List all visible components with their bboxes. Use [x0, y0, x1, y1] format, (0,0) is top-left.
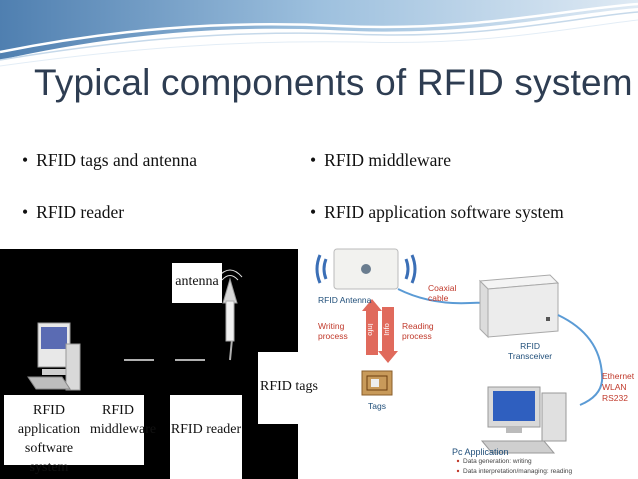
- antenna-mast-icon: [217, 269, 243, 342]
- app-middleware-label-box: RFID application software system RFID mi…: [4, 395, 157, 475]
- bullet-text: RFID reader: [36, 202, 125, 222]
- coaxial-cable-label: Coaxial cable: [428, 283, 456, 303]
- bullet-glyph: •: [22, 150, 29, 170]
- transceiver-label: RFID Transceiver: [508, 341, 552, 361]
- bullet-app-software: • RFID application software system: [310, 202, 564, 223]
- network-label: Ethernet WLAN RS232: [602, 371, 634, 404]
- rfid-schematic-diagram: antenna RFID tags RFID reader RFID appli…: [0, 249, 318, 479]
- wlan-label: WLAN: [602, 382, 627, 392]
- rfid-antenna-icon: [315, 248, 417, 290]
- middleware-line1: RFID: [102, 403, 134, 418]
- reading-line2: process: [402, 331, 432, 341]
- coaxial-line2: cable: [428, 293, 449, 303]
- rs232-label: RS232: [602, 393, 628, 403]
- pc-item-bullet: [456, 469, 460, 473]
- bullet-reader: • RFID reader: [22, 202, 124, 223]
- bullet-glyph: •: [310, 202, 317, 222]
- bullet-glyph: •: [22, 202, 29, 222]
- middleware-line2: middleware: [90, 422, 157, 437]
- network-cable-line: [557, 314, 604, 406]
- link-reader-antenna: [229, 338, 233, 361]
- app-label-line2: software system: [24, 441, 74, 475]
- middleware-label: RFID middleware: [90, 401, 157, 439]
- writing-line1: Writing: [318, 321, 345, 331]
- slide-title: Typical components of RFID system: [34, 62, 633, 103]
- info-arrows-icon: [362, 299, 398, 363]
- ethernet-label: Ethernet: [602, 371, 635, 381]
- pc-item-writing: Data generation: writing: [463, 458, 532, 465]
- rfid-tags-label: RFID tags: [260, 379, 318, 394]
- reading-line1: Reading: [402, 321, 434, 331]
- transceiver-line2: Transceiver: [508, 351, 553, 361]
- rfid-tag-icon: [361, 370, 393, 396]
- app-software-label: RFID application software system: [8, 401, 90, 477]
- app-label-line1: RFID application: [17, 403, 81, 437]
- writing-process-label: Writing process: [318, 321, 348, 341]
- writing-line2: process: [318, 331, 348, 341]
- header-wave-decoration: [0, 0, 638, 67]
- bullet-glyph: •: [310, 150, 317, 170]
- antenna-label-box: antenna: [172, 263, 222, 303]
- reading-process-label: Reading process: [402, 321, 434, 341]
- rfid-transceiver-icon: [478, 274, 560, 339]
- pc-item-reading: Data interpretation/managing: reading: [463, 468, 573, 475]
- bullet-text: RFID application software system: [324, 202, 564, 222]
- transceiver-line1: RFID: [520, 341, 540, 351]
- rfid-antenna-label: RFID Antenna: [318, 295, 372, 305]
- bullet-text: RFID middleware: [324, 150, 451, 170]
- antenna-label: antenna: [175, 274, 219, 289]
- bullet-middleware: • RFID middleware: [310, 150, 451, 171]
- rfid-reader-label-box: RFID reader: [170, 395, 242, 479]
- pc-computer-icon: [480, 386, 567, 454]
- info-down-label: Info: [381, 323, 391, 336]
- schematic-drawing: [27, 269, 243, 391]
- bullet-tags-antenna: • RFID tags and antenna: [22, 150, 197, 171]
- computer-icon: [27, 322, 81, 391]
- rfid-reader-label: RFID reader: [170, 422, 242, 437]
- pc-item-bullet: [456, 459, 460, 463]
- info-up-label: Info: [365, 323, 375, 336]
- tags-label: Tags: [368, 401, 386, 411]
- rfid-tags-label-box: RFID tags: [258, 352, 318, 424]
- system-drawing: [315, 248, 604, 473]
- bullet-text: RFID tags and antenna: [36, 150, 198, 170]
- rfid-system-diagram: RFID Antenna Coaxial cable Writing proce…: [310, 245, 638, 479]
- pc-application-title: Pc Application: [452, 447, 509, 457]
- coaxial-line1: Coaxial: [428, 283, 457, 293]
